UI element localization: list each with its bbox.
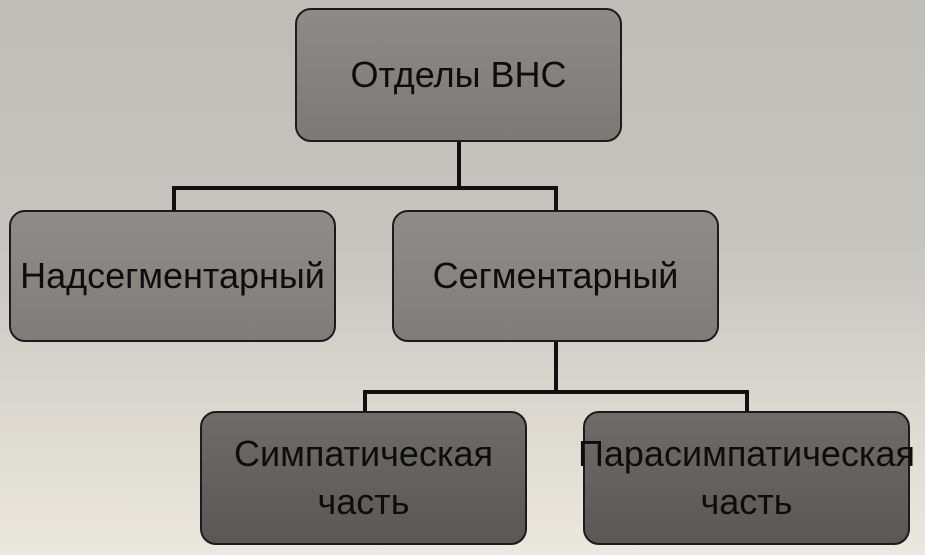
node-sympathetic-label-line1: Симпатическая — [233, 433, 493, 474]
node-segmental: Сегментарный — [392, 210, 719, 342]
node-parasympathetic-label-line1: Парасимпатическая — [578, 433, 915, 474]
node-ans-divisions: Отделы ВНС — [295, 8, 622, 142]
node-suprasegmental-label: Надсегментарный — [20, 255, 325, 296]
node-sympathetic-label-line2: часть — [317, 481, 410, 522]
node-sympathetic: Симпатическая часть — [200, 411, 527, 545]
node-suprasegmental: Надсегментарный — [9, 210, 336, 342]
node-segmental-label: Сегментарный — [432, 255, 679, 296]
node-parasympathetic: Парасимпатическая часть — [578, 411, 915, 545]
node-parasympathetic-label-line2: часть — [700, 481, 793, 522]
node-ans-divisions-label: Отделы ВНС — [350, 54, 567, 95]
